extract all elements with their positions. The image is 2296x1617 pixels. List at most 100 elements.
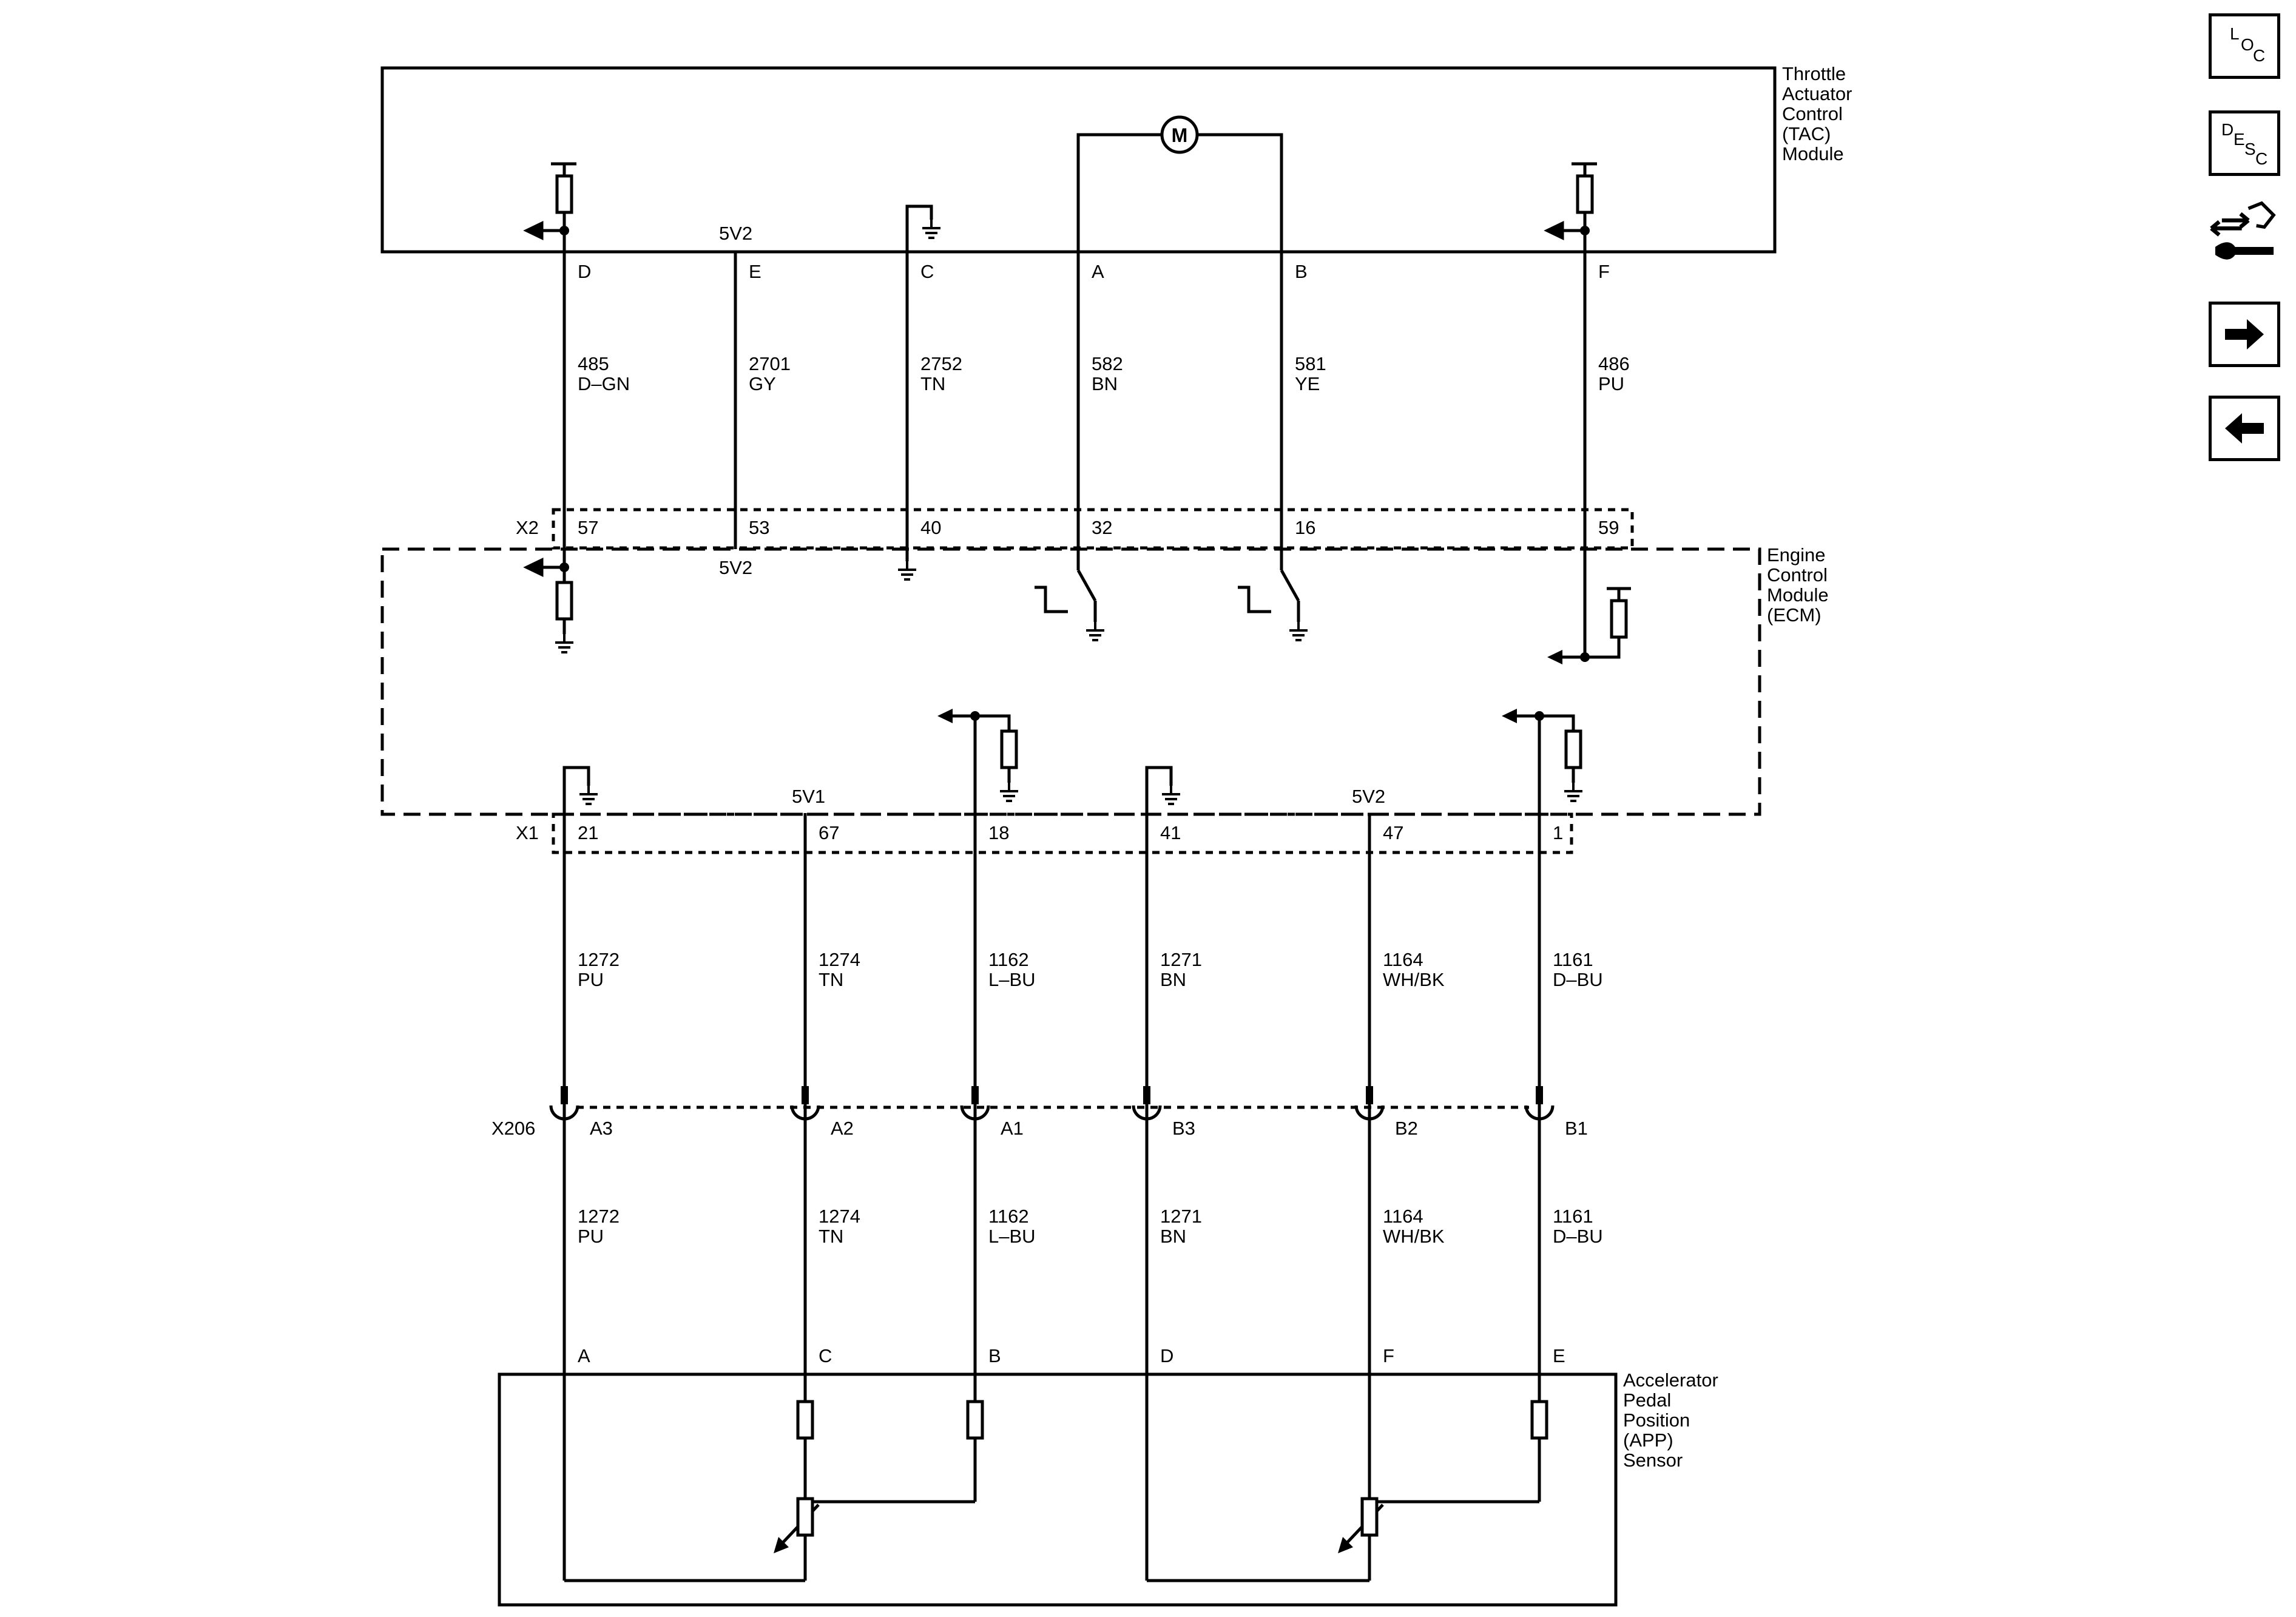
tac-pin-label: B xyxy=(1295,261,1308,282)
app-sensor-2-wiper-arrow xyxy=(1338,1537,1353,1553)
ecm-pin-1-resistor xyxy=(1566,731,1581,768)
app-sensor-1-wiper-arrow xyxy=(774,1537,789,1553)
ecm-x1-pin-label: 21 xyxy=(578,822,598,843)
tac-pin-f-signal-arrow xyxy=(1544,221,1590,240)
arrow-right-icon xyxy=(2225,319,2264,349)
x206-pin-label: B2 xyxy=(1395,1118,1418,1139)
ecm-x1-pin-label: 41 xyxy=(1160,822,1181,843)
wire-circuit-number: 1164 xyxy=(1383,1206,1423,1227)
ecm-x2-pin-label: 57 xyxy=(578,517,598,538)
app-pin-label: B xyxy=(988,1345,1001,1366)
connector-x1-label: X1 xyxy=(516,822,539,843)
wire-color: TN xyxy=(920,373,945,394)
ecm-x1-pin-label: 47 xyxy=(1383,822,1403,843)
wire-color: PU xyxy=(578,969,604,990)
ecm-pin-59-arrow xyxy=(1547,650,1562,664)
ecm-pin-21-ground-icon xyxy=(578,785,599,805)
x206-pin-label: B1 xyxy=(1565,1118,1588,1139)
wire-circuit-number: 1274 xyxy=(819,1206,860,1227)
ecm-x2-pin-label: 40 xyxy=(920,517,941,538)
ecm-connector-x1-box xyxy=(552,812,1573,854)
next-page-button[interactable] xyxy=(2209,302,2280,367)
wire-color: D–BU xyxy=(1553,1226,1603,1247)
ecm-x2-pin-label: 32 xyxy=(1092,517,1112,538)
circuit-labels: D485D–GN57E2701GY53C2752TN40A582BN32B581… xyxy=(578,261,1630,1366)
app-sensor-label: Accelerator Pedal Position (APP) Sensor xyxy=(1623,1369,1723,1471)
wire-color: BN xyxy=(1092,373,1118,394)
app-sensor-1-potentiometer xyxy=(798,1499,812,1535)
wire-circuit-number: 2752 xyxy=(920,353,962,374)
svg-text:L: L xyxy=(2230,24,2240,43)
x206-pin-label: A2 xyxy=(831,1118,854,1139)
wire-circuit-number: 1164 xyxy=(1383,949,1423,970)
ecm-x2-pin-label: 53 xyxy=(749,517,769,538)
x206-terminals xyxy=(549,1086,1555,1121)
wire-color: L–BU xyxy=(988,969,1036,990)
ecm-pin-32-ground-icon xyxy=(1085,621,1106,641)
ecm-5v1-reference-label: 5V1 xyxy=(792,786,825,807)
ecm-pin-18-resistor xyxy=(1002,731,1016,768)
throttle-motor xyxy=(1076,115,1283,549)
ecm-pin-41-ground xyxy=(1145,766,1173,852)
tac-pin-label: E xyxy=(749,261,761,282)
tac-pin-f-resistor xyxy=(1578,176,1592,212)
ecm-pin-41-ground-icon xyxy=(1161,785,1181,805)
app-pin-label: A xyxy=(578,1345,590,1366)
ecm-x2-pin-label: 16 xyxy=(1295,517,1315,538)
svg-text:E: E xyxy=(2234,130,2245,149)
ecm-x1-pin-label: 67 xyxy=(819,822,839,843)
app-sensor-2-potentiometer xyxy=(1362,1499,1377,1535)
wire-color: WH/BK xyxy=(1383,1226,1445,1247)
ecm-pin-32-driver xyxy=(1035,549,1097,622)
app-sensor-2-resistor-e xyxy=(1532,1402,1547,1438)
ecm-x2-pin-label: 59 xyxy=(1598,517,1619,538)
wire-color: BN xyxy=(1160,969,1186,990)
svg-text:O: O xyxy=(2241,35,2254,54)
ecm-connector-x2-box xyxy=(552,508,1634,550)
wire-color: PU xyxy=(1598,373,1624,394)
wire-color: BN xyxy=(1160,1226,1186,1247)
wire-circuit-number: 485 xyxy=(578,353,609,374)
loc-button[interactable]: L O C xyxy=(2209,13,2280,79)
app-pin-label: F xyxy=(1383,1345,1394,1366)
connector-repair-button[interactable] xyxy=(2209,200,2280,266)
x206-pin-label: B3 xyxy=(1172,1118,1195,1139)
svg-text:D: D xyxy=(2221,120,2234,139)
app-sensor-box xyxy=(498,1372,1618,1607)
wire-circuit-number: 1274 xyxy=(819,949,860,970)
tac-pin-d-signal-arrow xyxy=(523,221,569,240)
wire-color: GY xyxy=(749,373,776,394)
app-sensor-1-circuit xyxy=(564,1438,977,1582)
app-pin-label: E xyxy=(1553,1345,1565,1366)
motor-icon: M xyxy=(1172,124,1188,146)
ecm-pin-57-ground-icon xyxy=(554,633,575,653)
ecm-pin-1-arrow xyxy=(1502,709,1517,723)
svg-text:C: C xyxy=(2253,46,2265,65)
wire-circuit-number: 1271 xyxy=(1160,1206,1202,1227)
tac-pin-label: C xyxy=(920,261,934,282)
ecm-pin-18-arrow xyxy=(937,709,953,723)
desc-button[interactable]: D E S C xyxy=(2209,110,2280,176)
wire-circuit-number: 1161 xyxy=(1553,1206,1593,1227)
tac-pin-label: A xyxy=(1092,261,1104,282)
ecm-pin-1-ground-icon xyxy=(1563,781,1584,802)
connector-x206-label: X206 xyxy=(491,1118,535,1139)
tac-pin-label: F xyxy=(1598,261,1610,282)
app-sensor-1-resistor-b xyxy=(968,1402,982,1438)
ecm-x1-pin-label: 18 xyxy=(988,822,1009,843)
svg-text:C: C xyxy=(2255,149,2267,168)
ecm-x1-pin-label: 1 xyxy=(1553,822,1563,843)
prev-page-button[interactable] xyxy=(2209,396,2280,461)
ecm-module-label: Engine Control Module (ECM) xyxy=(1767,544,1834,626)
tac-5v2-reference-label: 5V2 xyxy=(719,223,752,244)
wire-circuit-number: 2701 xyxy=(749,353,791,374)
app-pin-label: D xyxy=(1160,1345,1173,1366)
lower-wires xyxy=(562,716,1541,1581)
wire-circuit-number: 1162 xyxy=(988,949,1029,970)
app-sensor-1-resistor-c xyxy=(798,1402,812,1438)
x206-pin-label: A3 xyxy=(590,1118,613,1139)
tac-module-label: Throttle Actuator Control (TAC) Module xyxy=(1782,63,1857,164)
wire-color: TN xyxy=(819,1226,843,1247)
tac-pin-c-ground xyxy=(905,204,933,252)
